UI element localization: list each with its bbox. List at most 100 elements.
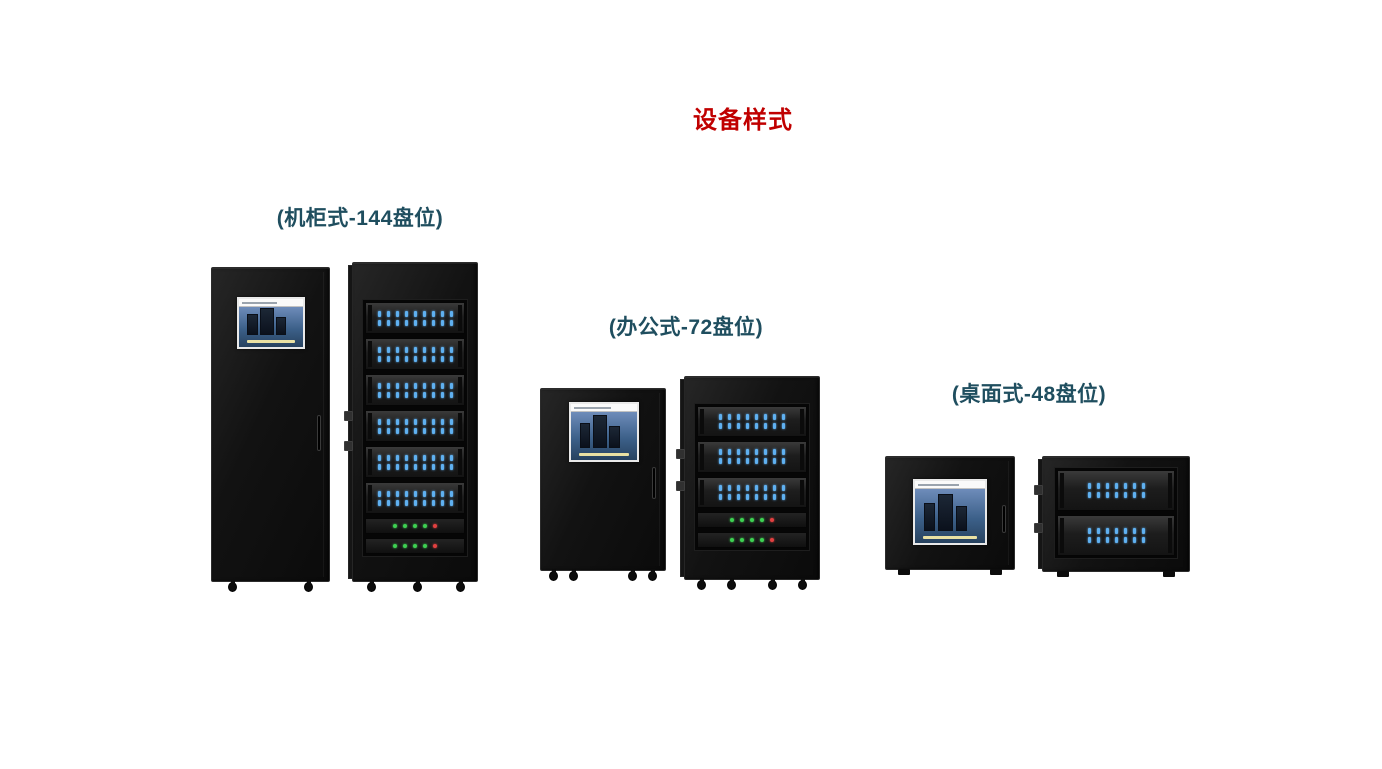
drive-led-blue bbox=[1105, 537, 1109, 543]
drive-tray bbox=[697, 476, 807, 508]
drive-led-blue bbox=[746, 484, 749, 491]
drive-led-blue bbox=[377, 490, 381, 497]
drive-led-blue bbox=[737, 493, 740, 500]
caster-wheel bbox=[413, 580, 422, 592]
drive-led-blue bbox=[746, 423, 749, 430]
drive-led-blue bbox=[782, 458, 785, 465]
drive-led-blue bbox=[1114, 483, 1118, 489]
drive-led-blue bbox=[440, 490, 444, 497]
screen-header bbox=[915, 481, 985, 489]
power-led-green bbox=[413, 544, 417, 548]
led-row bbox=[698, 458, 806, 465]
caster-wheel bbox=[569, 569, 578, 581]
drive-led-blue bbox=[728, 414, 731, 421]
power-led-green bbox=[740, 517, 744, 522]
drive-led-blue bbox=[755, 449, 758, 456]
drive-led-blue bbox=[773, 414, 776, 421]
screen-caption-line bbox=[923, 536, 977, 539]
led-row bbox=[366, 454, 464, 461]
caster-wheel bbox=[228, 580, 237, 592]
drive-led-blue bbox=[395, 382, 399, 389]
screen-caption-line bbox=[246, 340, 296, 343]
drive-led-blue bbox=[719, 484, 722, 491]
screen-tower-graphic bbox=[247, 314, 258, 335]
drive-led-blue bbox=[755, 423, 758, 430]
screen-header bbox=[239, 299, 303, 307]
led-row bbox=[1058, 528, 1174, 534]
power-led-green bbox=[750, 517, 754, 522]
caster-wheel bbox=[727, 578, 736, 590]
drive-led-blue bbox=[377, 499, 381, 506]
drive-led-blue bbox=[431, 382, 435, 389]
drive-led-blue bbox=[449, 346, 453, 353]
drive-led-blue bbox=[782, 423, 785, 430]
desktop-48-open bbox=[1034, 456, 1190, 577]
led-row bbox=[366, 499, 464, 506]
drive-led-blue bbox=[440, 346, 444, 353]
drive-led-blue bbox=[422, 391, 426, 398]
door-handle bbox=[317, 415, 321, 451]
screen-tower-graphic bbox=[938, 494, 953, 531]
label-desktop-48: (桌面式-48盘位) bbox=[951, 383, 1107, 406]
drive-led-blue bbox=[395, 355, 399, 362]
power-unit bbox=[697, 511, 807, 528]
office-72-closed bbox=[540, 388, 666, 581]
drive-led-blue bbox=[413, 355, 417, 362]
screen-image bbox=[239, 307, 303, 347]
caster-wheel bbox=[456, 580, 465, 592]
power-led-green bbox=[413, 524, 417, 528]
led-row bbox=[366, 355, 464, 362]
drive-led-blue bbox=[386, 454, 390, 461]
drive-led-blue bbox=[1123, 528, 1127, 534]
drive-led-blue bbox=[1087, 537, 1091, 543]
drive-led-blue bbox=[413, 391, 417, 398]
drive-led-blue bbox=[377, 346, 381, 353]
drive-led-blue bbox=[440, 355, 444, 362]
door-handle bbox=[652, 467, 656, 499]
drive-led-blue bbox=[449, 499, 453, 506]
drive-led-blue bbox=[773, 449, 776, 456]
caster-wheel bbox=[697, 578, 706, 590]
drive-led-blue bbox=[386, 382, 390, 389]
drive-tray bbox=[697, 406, 807, 438]
power-led-green bbox=[403, 524, 407, 528]
caster-wheel bbox=[768, 578, 777, 590]
drive-led-blue bbox=[449, 490, 453, 497]
drive-led-blue bbox=[764, 414, 767, 421]
drive-led-blue bbox=[737, 449, 740, 456]
drive-led-blue bbox=[431, 499, 435, 506]
power-led-green bbox=[403, 544, 407, 548]
drive-led-blue bbox=[1141, 492, 1145, 498]
screen-tower-graphic bbox=[955, 506, 967, 531]
drive-led-blue bbox=[764, 449, 767, 456]
drive-led-blue bbox=[737, 458, 740, 465]
drive-led-blue bbox=[413, 346, 417, 353]
drive-led-blue bbox=[413, 427, 417, 434]
drive-rack bbox=[1054, 467, 1178, 559]
drive-led-blue bbox=[431, 391, 435, 398]
foot bbox=[990, 569, 1002, 575]
caster-wheel bbox=[648, 569, 657, 581]
drive-led-blue bbox=[449, 418, 453, 425]
drive-led-blue bbox=[764, 484, 767, 491]
drive-led-blue bbox=[404, 310, 408, 317]
cabinet-144-open bbox=[344, 262, 478, 592]
led-row bbox=[698, 493, 806, 500]
power-led-row bbox=[393, 544, 437, 548]
open-door-edge bbox=[1038, 459, 1043, 569]
drive-led-blue bbox=[377, 463, 381, 470]
drive-led-blue bbox=[755, 414, 758, 421]
drive-led-blue bbox=[773, 484, 776, 491]
door-hinge bbox=[1034, 523, 1043, 533]
led-row bbox=[698, 423, 806, 430]
drive-led-blue bbox=[719, 493, 722, 500]
office-72-open bbox=[676, 376, 820, 590]
drive-led-blue bbox=[404, 490, 408, 497]
drive-led-blue bbox=[782, 493, 785, 500]
drive-led-blue bbox=[719, 423, 722, 430]
drive-led-blue bbox=[413, 463, 417, 470]
drive-led-blue bbox=[431, 490, 435, 497]
drive-led-blue bbox=[431, 463, 435, 470]
drive-led-blue bbox=[440, 319, 444, 326]
drive-led-blue bbox=[422, 310, 426, 317]
